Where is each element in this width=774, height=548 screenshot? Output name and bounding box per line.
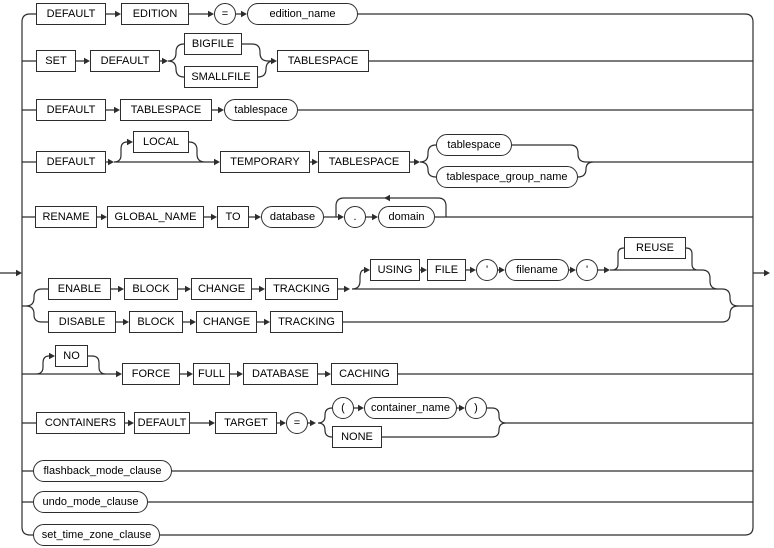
keyword-local: LOCAL bbox=[133, 131, 189, 153]
clause-undo-mode: undo_mode_clause bbox=[33, 491, 148, 513]
keyword-default-r2: DEFAULT bbox=[90, 50, 160, 72]
keyword-block-r7: BLOCK bbox=[129, 311, 183, 333]
keyword-temporary: TEMPORARY bbox=[220, 151, 310, 173]
keyword-tracking-r6: TRACKING bbox=[265, 278, 338, 300]
keyword-tablespace-r2: TABLESPACE bbox=[277, 50, 369, 72]
keyword-block-r6: BLOCK bbox=[124, 278, 178, 300]
clause-set-time-zone: set_time_zone_clause bbox=[33, 524, 160, 546]
keyword-file: FILE bbox=[427, 259, 466, 281]
symbol-quote-close: ' bbox=[576, 259, 598, 281]
keyword-rename: RENAME bbox=[35, 206, 97, 228]
keyword-edition: EDITION bbox=[121, 3, 189, 25]
symbol-quote-open: ' bbox=[476, 259, 498, 281]
keyword-database: DATABASE bbox=[243, 363, 318, 385]
keyword-tracking-r7: TRACKING bbox=[270, 311, 343, 333]
keyword-default-r1: DEFAULT bbox=[36, 3, 106, 25]
symbol-dot: . bbox=[344, 206, 366, 228]
keyword-none: NONE bbox=[332, 426, 382, 448]
keyword-default-r3: DEFAULT bbox=[36, 99, 106, 121]
operand-edition-name: edition_name bbox=[247, 3, 358, 25]
keyword-bigfile: BIGFILE bbox=[184, 33, 242, 55]
operand-tablespace-r4: tablespace bbox=[436, 134, 512, 156]
keyword-no: NO bbox=[55, 345, 88, 367]
keyword-full: FULL bbox=[193, 363, 230, 385]
keyword-default-r4: DEFAULT bbox=[36, 151, 106, 173]
keyword-containers: CONTAINERS bbox=[36, 412, 125, 434]
symbol-equals-r9: = bbox=[286, 412, 308, 434]
operand-domain: domain bbox=[378, 206, 435, 228]
keyword-enable: ENABLE bbox=[48, 278, 111, 300]
keyword-default-r9: DEFAULT bbox=[134, 412, 190, 434]
keyword-smallfile: SMALLFILE bbox=[184, 66, 258, 88]
symbol-paren-close: ) bbox=[465, 397, 487, 419]
keyword-global-name: GLOBAL_NAME bbox=[107, 206, 204, 228]
keyword-using: USING bbox=[370, 259, 420, 281]
keyword-caching: CACHING bbox=[331, 363, 398, 385]
clause-flashback-mode: flashback_mode_clause bbox=[33, 460, 172, 482]
keyword-reuse: REUSE bbox=[624, 237, 686, 259]
operand-container-name: container_name bbox=[364, 397, 457, 419]
keyword-target: TARGET bbox=[215, 412, 277, 434]
operand-tablespace-r3: tablespace bbox=[224, 99, 298, 121]
symbol-equals-r1: = bbox=[214, 3, 236, 25]
keyword-force: FORCE bbox=[122, 363, 180, 385]
keyword-tablespace-r4: TABLESPACE bbox=[318, 151, 410, 173]
keyword-disable: DISABLE bbox=[48, 311, 116, 333]
keyword-tablespace-r3: TABLESPACE bbox=[120, 99, 212, 121]
operand-filename: filename bbox=[505, 259, 569, 281]
operand-tablespace-group-name: tablespace_group_name bbox=[436, 166, 578, 188]
keyword-to: TO bbox=[217, 206, 249, 228]
symbol-paren-open: ( bbox=[332, 397, 354, 419]
keyword-change-r6: CHANGE bbox=[191, 278, 252, 300]
keyword-set: SET bbox=[36, 50, 76, 72]
operand-database: database bbox=[261, 206, 324, 228]
keyword-change-r7: CHANGE bbox=[196, 311, 257, 333]
